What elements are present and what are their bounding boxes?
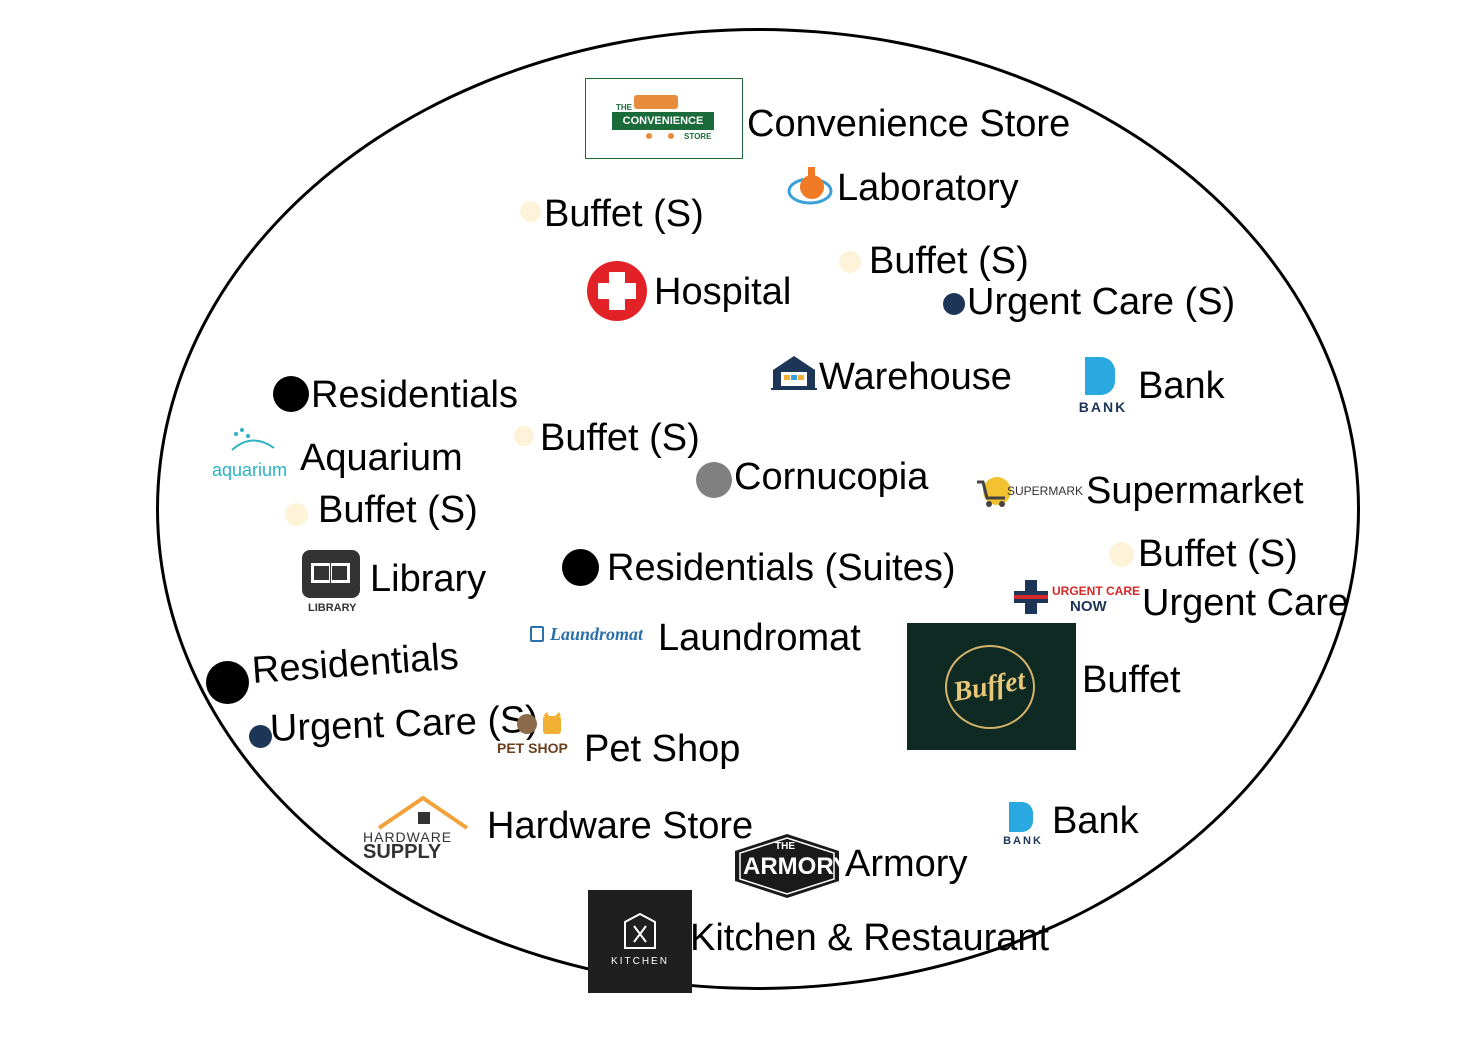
label-hospital[interactable]: Hospital: [654, 271, 792, 313]
aquarium-logo-text: aquarium: [212, 460, 288, 480]
hospital-cross-icon[interactable]: [585, 260, 649, 322]
label-aquarium[interactable]: Aquarium: [300, 437, 463, 479]
laboratory-flask-icon[interactable]: [786, 165, 834, 209]
hardware-store-logo-line2: SUPPLY: [363, 841, 442, 862]
bank-logo-text: BANK: [1003, 835, 1043, 847]
label-buffet-small[interactable]: Buffet (S): [869, 240, 1029, 282]
armory-logo-line2: ARMORY: [743, 853, 841, 880]
book-icon: [302, 550, 360, 598]
buffet-small-marker[interactable]: [839, 251, 861, 273]
buffet-small-marker[interactable]: [514, 426, 534, 446]
kitchen-logo-text: KITCHEN: [611, 956, 669, 967]
residentials-marker[interactable]: [206, 661, 249, 704]
label-urgent-care[interactable]: Urgent Care: [1142, 582, 1349, 624]
label-residentials[interactable]: Residentials: [311, 374, 518, 416]
cart-icon: [634, 95, 678, 109]
label-buffet-small[interactable]: Buffet (S): [540, 417, 700, 459]
urgent-care-small-marker[interactable]: [943, 293, 965, 315]
map-boundary-ring: [156, 28, 1360, 990]
urgent-care-logo[interactable]: URGENT CARE NOW: [1014, 580, 1144, 614]
urgent-care-logo-line1: URGENT CARE: [1052, 584, 1141, 598]
armory-logo-line1: THE: [775, 841, 795, 852]
urgent-care-small-marker[interactable]: [249, 725, 272, 748]
convenience-store-logo[interactable]: THE CONVENIENCE STORE: [585, 78, 743, 159]
buffet-small-marker[interactable]: [285, 503, 308, 526]
label-laboratory[interactable]: Laboratory: [837, 167, 1019, 209]
hardware-store-logo-line1: HARDWARE: [363, 829, 453, 845]
label-buffet-small[interactable]: Buffet (S): [318, 489, 478, 531]
armory-logo[interactable]: THE ARMORY: [733, 833, 841, 899]
label-convenience-store[interactable]: Convenience Store: [747, 103, 1071, 145]
buffet-small-marker[interactable]: [520, 201, 541, 222]
label-bank[interactable]: Bank: [1052, 800, 1139, 842]
armory-shield-icon: [735, 834, 839, 898]
convenience-store-logo-the: THE: [616, 103, 632, 112]
cart-wheel-icon: [646, 133, 652, 139]
cat-dog-icon: [517, 712, 561, 734]
bank-logo[interactable]: BANK: [1001, 802, 1045, 848]
urgent-care-logo-line2: NOW: [1070, 598, 1107, 614]
laundromat-logo-text: Laundromat: [550, 624, 644, 644]
label-kitchen-restaurant[interactable]: Kitchen & Restaurant: [690, 917, 1050, 959]
label-armory[interactable]: Armory: [845, 843, 968, 885]
residentials-marker[interactable]: [273, 376, 309, 412]
label-supermarket[interactable]: Supermarket: [1086, 470, 1304, 512]
supermarket-logo[interactable]: SUPERMARKET: [975, 472, 1083, 510]
supermarket-logo-text: SUPERMARKET: [1007, 484, 1083, 498]
bank-b-icon: [1009, 802, 1033, 832]
washing-machine-icon: [530, 626, 544, 642]
label-library[interactable]: Library: [370, 558, 487, 600]
buffet-small-marker[interactable]: [1109, 542, 1134, 567]
label-hardware-store[interactable]: Hardware Store: [487, 805, 754, 847]
house-roof-icon: [377, 795, 469, 830]
kitchen-utensils-icon: [624, 912, 656, 949]
label-buffet[interactable]: Buffet: [1082, 659, 1181, 701]
label-residentials-suites[interactable]: Residentials (Suites): [607, 547, 956, 589]
label-pet-shop[interactable]: Pet Shop: [584, 728, 741, 770]
convenience-store-logo-name: CONVENIENCE: [612, 112, 714, 130]
pet-shop-logo-text: PET SHOP: [497, 740, 568, 756]
cornucopia-marker[interactable]: [696, 462, 732, 498]
warehouse-icon[interactable]: [771, 354, 817, 390]
pet-shop-logo[interactable]: PET SHOP: [497, 712, 581, 756]
library-logo-text: LIBRARY: [308, 602, 357, 614]
residentials-marker[interactable]: [562, 549, 599, 586]
medical-cross-icon: [1014, 580, 1048, 614]
label-laundromat[interactable]: Laundromat: [658, 617, 861, 659]
cart-wheel-icon: [668, 133, 674, 139]
laundromat-logo[interactable]: Laundromat: [530, 624, 656, 646]
label-buffet-small[interactable]: Buffet (S): [1138, 533, 1298, 575]
bank-b-icon: [1085, 357, 1115, 395]
buffet-logo[interactable]: Buffet: [907, 623, 1076, 750]
label-warehouse[interactable]: Warehouse: [819, 356, 1012, 398]
aquarium-logo[interactable]: aquarium: [212, 426, 298, 482]
label-bank[interactable]: Bank: [1138, 365, 1225, 407]
hardware-store-logo[interactable]: HARDWARE SUPPLY: [363, 794, 485, 862]
convenience-store-logo-store: STORE: [684, 132, 712, 141]
fish-icon: [231, 428, 275, 451]
label-urgent-care-small[interactable]: Urgent Care (S): [967, 281, 1236, 323]
shopping-cart-icon: [977, 477, 1011, 507]
buffet-emblem-icon: [945, 645, 1035, 729]
bank-logo-text: BANK: [1078, 399, 1128, 415]
label-cornucopia[interactable]: Cornucopia: [734, 456, 929, 498]
kitchen-restaurant-logo[interactable]: KITCHEN: [588, 890, 692, 993]
label-buffet-small[interactable]: Buffet (S): [544, 193, 704, 235]
library-logo[interactable]: LIBRARY: [302, 550, 362, 616]
bank-logo[interactable]: BANK: [1075, 357, 1131, 415]
